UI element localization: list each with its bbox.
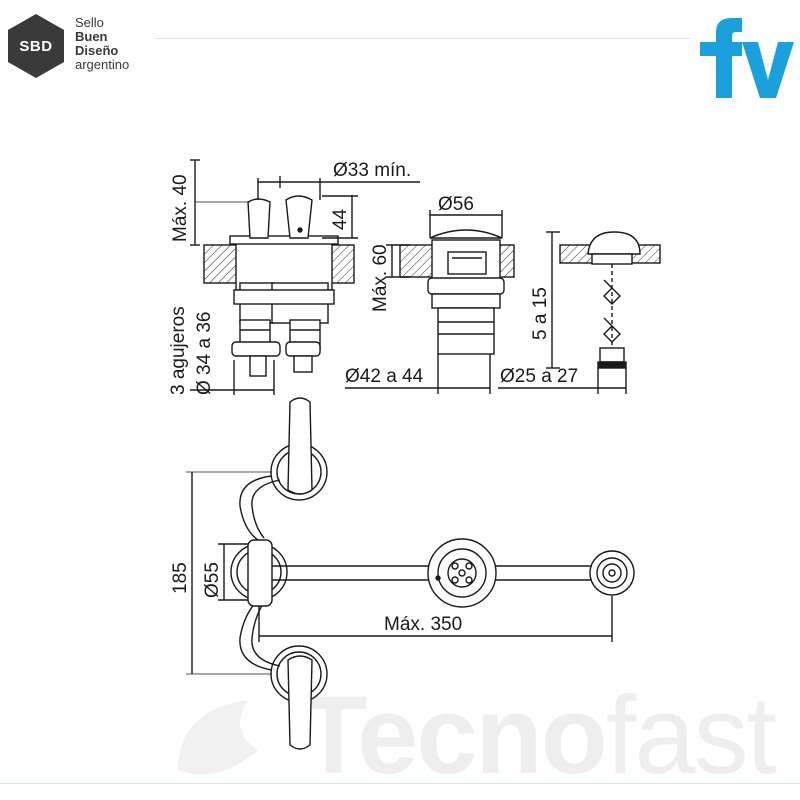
dim-185 (186, 471, 272, 675)
label-d42-44: Ø42 a 44 (345, 366, 424, 387)
label-holes-2: Ø 34 a 36 (194, 312, 215, 395)
sbd-line-4: argentino (75, 57, 130, 72)
dim-max-60 (386, 244, 410, 278)
sbd-line-3: Diseño (75, 43, 119, 58)
dim-holes (190, 360, 275, 395)
dim-d33 (257, 176, 420, 200)
watermark-leaf-icon (178, 700, 258, 775)
dim-max-40 (190, 159, 250, 246)
fv-logo (700, 18, 794, 98)
label-d25-27: Ø25 a 27 (500, 366, 578, 387)
plan-view (230, 397, 635, 750)
watermark-light: fast (605, 674, 777, 797)
label-185: 185 (170, 562, 191, 594)
sbd-caption: Sello Buen Diseño argentino (75, 16, 129, 72)
footer-divider (0, 783, 800, 784)
label-max-40: Máx. 40 (170, 174, 191, 242)
drain-assembly (399, 229, 515, 355)
label-44: 44 (330, 208, 351, 230)
dim-d42-44 (345, 354, 491, 394)
label-d56: Ø56 (438, 194, 474, 215)
dim-max-350 (258, 596, 613, 642)
header-divider (155, 38, 690, 39)
watermark-bold: Tecno (300, 674, 608, 797)
dim-d55 (218, 543, 248, 601)
label-max-350: Máx. 350 (384, 614, 462, 635)
tecnofast-watermark: Tecnofast (300, 672, 777, 799)
dim-d25-27 (498, 368, 627, 394)
label-max-60: Máx. 60 (370, 244, 391, 312)
dim-44 (322, 195, 358, 239)
dim-5-15 (546, 231, 560, 369)
side-view-valves (203, 195, 355, 377)
sbd-line-2: Buen (75, 29, 108, 44)
label-5-15: 5 a 15 (530, 287, 551, 340)
label-d55: Ø55 (202, 562, 223, 598)
label-d33: Ø33 mín. (333, 160, 411, 181)
sbd-abbrev: SBD (19, 37, 53, 55)
sbd-line-1: Sello (75, 15, 104, 30)
aerator-assembly (559, 231, 661, 369)
dim-d56 (429, 210, 503, 238)
label-holes-1: 3 agujeros (168, 306, 189, 395)
